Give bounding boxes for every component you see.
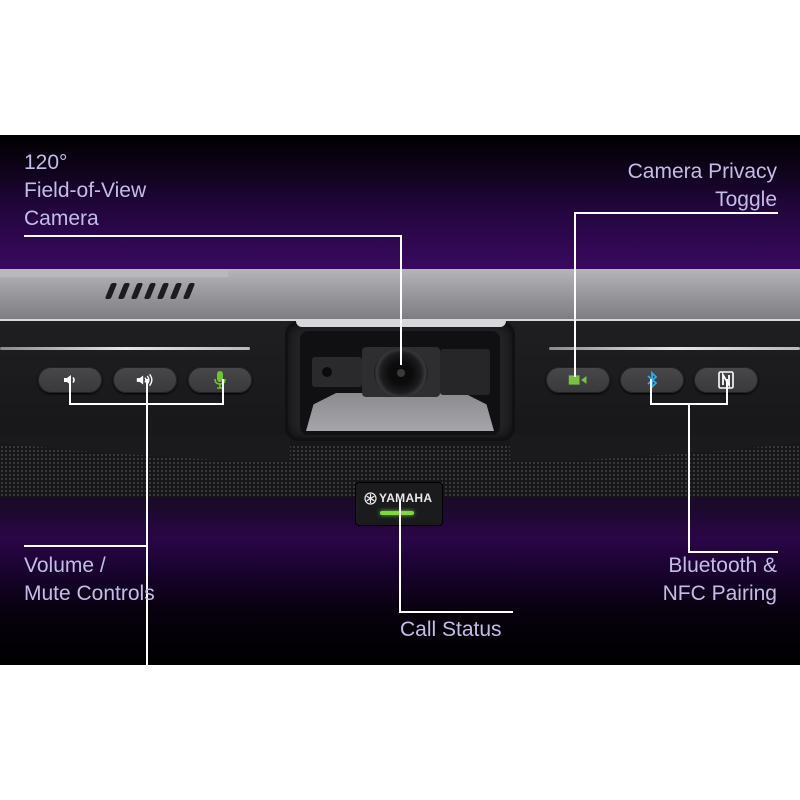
callout-status-label: Call Status — [400, 618, 502, 641]
yamaha-tuning-fork-icon — [364, 491, 377, 505]
vent-slot — [117, 283, 131, 299]
callout-line-privacy-v — [574, 212, 576, 377]
callout-volume: Volume / Mute Controls — [24, 552, 155, 608]
callout-camera: 120° Field-of-View Camera — [24, 149, 146, 233]
call-status-led — [380, 511, 414, 515]
camera-privacy-button[interactable] — [546, 367, 610, 393]
microphone-mute-icon — [210, 371, 230, 389]
camera-mount-right — [440, 349, 490, 395]
callout-camera-line3: Camera — [24, 207, 99, 230]
bluetooth-button[interactable] — [620, 367, 684, 393]
bluetooth-icon — [642, 371, 662, 389]
callout-bluetooth-line1: Bluetooth & — [668, 554, 777, 577]
callout-line-status-v — [399, 500, 401, 612]
callout-camera-line2: Field-of-View — [24, 179, 147, 202]
camera-lens-center — [397, 369, 405, 377]
callout-line-camera-h — [24, 235, 402, 237]
callout-volume-line1: Volume / — [24, 554, 106, 577]
callout-volume-line2: Mute Controls — [24, 582, 155, 605]
brand-name: YAMAHA — [379, 491, 433, 505]
callout-line-volume-v — [146, 379, 148, 665]
trim-strip-right — [549, 347, 800, 350]
callout-line-mic — [222, 379, 224, 404]
volume-up-icon — [135, 371, 155, 389]
top-vents — [104, 283, 196, 299]
callout-privacy-line1: Camera Privacy — [627, 160, 777, 183]
video-camera-icon — [568, 371, 588, 389]
callout-line-bt-v — [688, 403, 690, 553]
callout-status: Call Status — [400, 616, 502, 644]
callout-bluetooth-line2: NFC Pairing — [662, 582, 777, 605]
callout-line-camera-v — [400, 235, 402, 365]
camera-screw-icon — [322, 367, 332, 377]
brand-logo: YAMAHA — [364, 491, 432, 505]
vent-slot — [156, 283, 170, 299]
vent-slot — [130, 283, 144, 299]
callout-line-vol-down — [69, 379, 71, 404]
callout-line-bt-h — [688, 551, 778, 553]
callout-line-privacy-h — [574, 212, 778, 214]
callout-bluetooth: Bluetooth & NFC Pairing — [663, 552, 777, 608]
trim-strip-left — [0, 347, 250, 350]
callout-line-status-h — [399, 611, 513, 613]
callout-privacy-line2: Toggle — [715, 188, 777, 211]
camera-floor — [306, 393, 494, 431]
callout-line-bt — [650, 379, 652, 404]
callout-line-volume-h — [24, 545, 148, 547]
vent-slot — [169, 283, 183, 299]
device-top-ridge — [0, 269, 228, 277]
camera-mount-left — [312, 357, 362, 387]
vent-slot — [143, 283, 157, 299]
callout-line-nfc — [726, 379, 728, 404]
microphone-mute-button[interactable] — [188, 367, 252, 393]
callout-camera-line1: 120° — [24, 151, 68, 174]
volume-up-button[interactable] — [113, 367, 177, 393]
product-callout-stage: YAMAHA 120° Field-of-View Camera Camera … — [0, 135, 800, 665]
callout-privacy: Camera Privacy Toggle — [628, 158, 777, 214]
